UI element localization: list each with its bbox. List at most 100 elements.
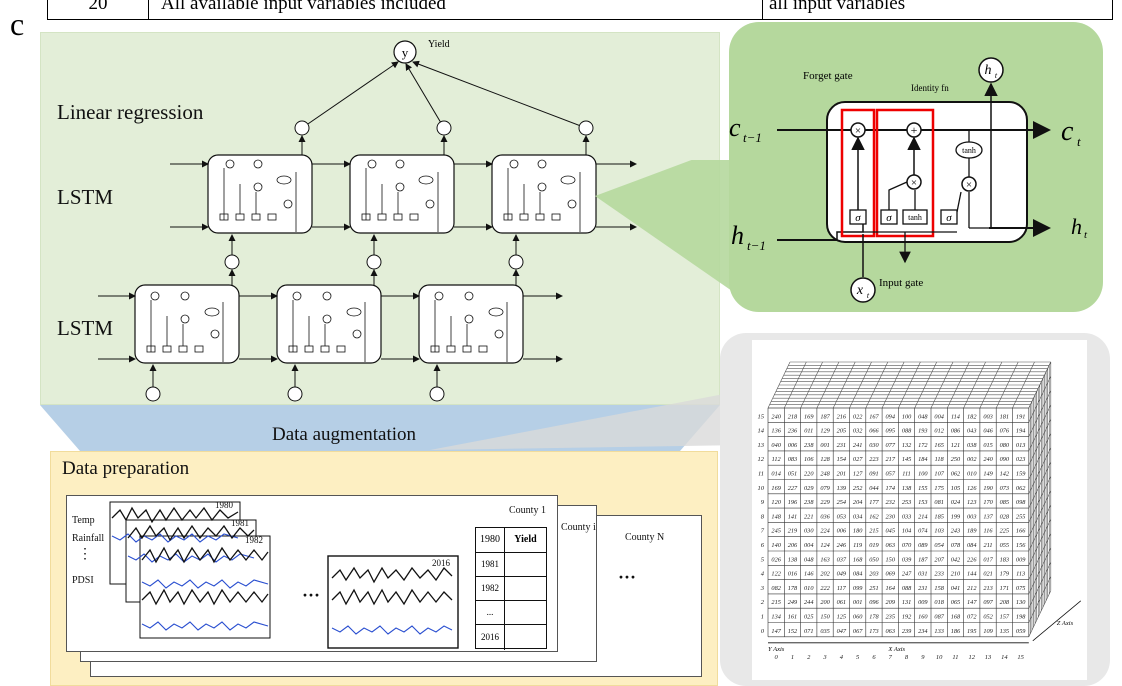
cube-cell-value: 017	[983, 556, 993, 563]
cube-y-tick: 13	[758, 442, 765, 449]
cube-x-tick: 2	[807, 654, 811, 661]
cube-cell-value: 052	[983, 613, 993, 620]
cube-cell-value: 234	[918, 628, 927, 635]
year-1981: 1981	[231, 518, 249, 528]
cube-y-tick: 0	[761, 628, 765, 635]
cube-cell-value: 187	[820, 413, 830, 420]
cube-cell-value: 001	[820, 442, 829, 449]
cube-cell-value: 098	[1016, 499, 1026, 506]
cube-cell-value: 057	[886, 470, 896, 477]
cube-y-tick: 10	[758, 485, 765, 492]
cube-cell-value: 003	[983, 413, 992, 420]
linear-regression-label: Linear regression	[57, 100, 204, 124]
cube-cell-value: 030	[869, 442, 879, 449]
cube-cell-value: 231	[837, 442, 846, 449]
row-label-pdsi: PDSI	[72, 575, 94, 586]
cube-cell-value: 036	[820, 513, 830, 520]
table-cell-description: All available input variables included	[151, 0, 763, 19]
cube-cell-value: 150	[886, 556, 896, 563]
cube-cell-value: 067	[853, 628, 863, 635]
svg-text:+: +	[911, 123, 918, 137]
cube-cell-value: 211	[984, 542, 993, 549]
cube-cell-value: 107	[934, 470, 944, 477]
c-prev-label: c	[729, 113, 741, 142]
cube-cell-value: 199	[951, 513, 961, 520]
cube-cell-value: 010	[804, 585, 814, 592]
cube-y-tick: 12	[758, 456, 765, 463]
cube-cell-value: 082	[771, 585, 781, 592]
cube-cell-value: 225	[1000, 528, 1009, 535]
cube-cell-value: 088	[902, 428, 912, 435]
cube-cell-value: 138	[902, 485, 912, 492]
cube-x-tick: 5	[856, 654, 860, 661]
lstm-network-diagram: y Yield	[98, 39, 637, 402]
cube-cell-value: 244	[804, 599, 813, 606]
cube-cell-value: 218	[788, 413, 798, 420]
cube-cell-value: 104	[902, 528, 911, 535]
cube-cell-value: 013	[1016, 442, 1025, 449]
cube-y-tick: 4	[761, 571, 765, 578]
cube-cell-value: 253	[902, 499, 911, 506]
svg-text:×: ×	[855, 125, 861, 137]
row-label-ellipsis: ⋮	[78, 547, 92, 562]
cube-cell-value: 018	[934, 599, 944, 606]
cube-y-tick: 15	[758, 413, 765, 420]
cube-cell-value: 035	[820, 628, 829, 635]
cube-cell-value: 034	[853, 513, 862, 520]
cube-cell-value: 063	[886, 542, 895, 549]
cube-cell-value: 164	[886, 585, 895, 592]
cube-cell-value: 198	[1016, 613, 1026, 620]
cube-cell-value: 177	[869, 499, 879, 506]
cube-cell-value: 187	[918, 556, 928, 563]
cube-cell-value: 252	[853, 485, 863, 492]
cube-cell-value: 001	[853, 599, 862, 606]
cube-cell-value: 062	[951, 470, 961, 477]
cube-cell-value: 238	[804, 442, 814, 449]
cube-cell-value: 251	[869, 585, 878, 592]
cube-cell-value: 149	[983, 470, 993, 477]
cube-cell-value: 240	[771, 413, 781, 420]
cube-cell-value: 094	[886, 413, 895, 420]
cube-cell-value: 066	[869, 428, 879, 435]
table-row: 20 All available input variables include…	[47, 0, 1113, 20]
identity-fn-label: Identity fn	[911, 83, 949, 93]
cube-cell-value: 055	[1000, 542, 1009, 549]
cube-cell-value: 015	[983, 442, 992, 449]
output-node	[393, 40, 417, 64]
cube-cell-value: 192	[902, 613, 912, 620]
cube-x-tick: 7	[889, 654, 893, 661]
cube-cell-value: 062	[1016, 485, 1026, 492]
yield-table-row: 2016	[476, 625, 505, 650]
cube-cell-value: 097	[983, 599, 993, 606]
cube-cell-value: 193	[918, 428, 927, 435]
cube-cell-value: 183	[1000, 556, 1009, 563]
cube-cell-value: 105	[951, 485, 960, 492]
yield-table-row: 1982	[476, 577, 505, 600]
svg-text:σ: σ	[855, 212, 861, 224]
cube-cell-value: 223	[869, 456, 878, 463]
year-2016: 2016	[432, 558, 450, 568]
cube-cell-value: 165	[934, 442, 943, 449]
cube-cell-value: 004	[804, 542, 813, 549]
h-next-label: h	[1071, 214, 1082, 239]
cube-cell-value: 172	[918, 442, 928, 449]
cube-cell-value: 201	[837, 470, 846, 477]
cube-cell-value: 130	[1016, 599, 1026, 606]
cube-cell-value: 179	[1000, 571, 1010, 578]
cube-cell-value: 215	[771, 599, 780, 606]
cube-cell-value: 240	[983, 456, 993, 463]
row-label-rainfall: Rainfall	[72, 533, 105, 544]
cube-cell-value: 185	[934, 513, 943, 520]
cube-cell-value: 191	[1016, 413, 1025, 420]
cube-cell-value: 117	[837, 585, 847, 592]
cube-cell-value: 184	[918, 456, 927, 463]
cube-cell-value: 169	[771, 485, 781, 492]
cube-cell-value: 230	[886, 513, 896, 520]
cube-cell-value: 131	[902, 599, 911, 606]
cube-cell-value: 043	[967, 428, 976, 435]
cube-cell-value: 041	[951, 585, 960, 592]
cube-cell-value: 021	[983, 571, 992, 578]
cube-x-tick: 10	[936, 654, 943, 661]
cube-cell-value: 032	[853, 428, 863, 435]
